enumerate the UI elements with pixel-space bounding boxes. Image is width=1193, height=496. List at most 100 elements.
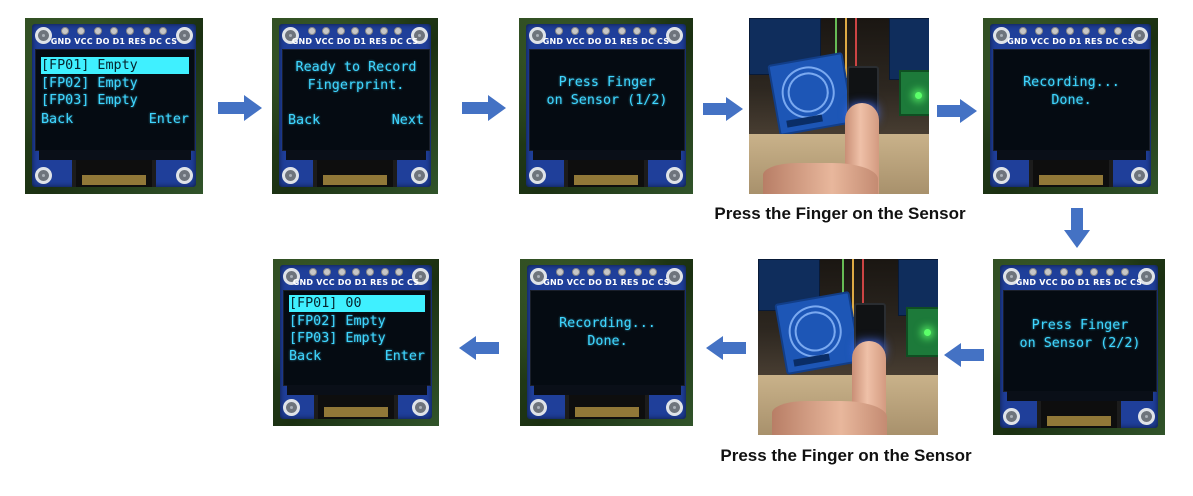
flex-contacts [323, 175, 387, 185]
mounting-hole-icon [666, 399, 683, 416]
hand [772, 401, 887, 435]
header-pins [556, 268, 657, 277]
screen-line-1: Press Finger [558, 75, 656, 90]
oled-panel-recording-done-1: GND VCC DO D1 RES DC CS Recording... Don… [983, 18, 1158, 194]
rfid-module [774, 290, 862, 376]
mounting-hole-icon [666, 27, 683, 44]
arrow-down-icon [1064, 208, 1090, 248]
oled-screen: [FP01] 00 [FP02] Empty [FP03] Empty Back… [283, 290, 431, 386]
pin-labels: GND VCC DO D1 RES DC CS [292, 278, 420, 287]
wire [845, 18, 847, 78]
mounting-hole-icon [530, 399, 547, 416]
mounting-hole-icon [993, 167, 1010, 184]
menu-item-fp03: [FP03] Empty [41, 93, 138, 108]
rfid-chip [786, 114, 824, 128]
screen-line-2: on Sensor (1/2) [546, 93, 668, 108]
oled-screen: Press Finger on Sensor (2/2) [1003, 290, 1157, 392]
header-pins [308, 27, 402, 36]
flex-contacts [324, 407, 388, 417]
wire [852, 259, 854, 317]
arrow-left-icon [706, 336, 746, 360]
softkey-back: Back [41, 112, 74, 127]
mounting-hole-icon [411, 27, 428, 44]
mounting-hole-icon [282, 167, 299, 184]
mounting-hole-icon [176, 27, 193, 44]
screen-line-2: Done. [587, 334, 628, 349]
screen-glass-edge [997, 150, 1146, 160]
softkey-next: Next [391, 113, 424, 128]
screen-glass-edge [39, 150, 191, 160]
menu-item-fp01: [FP01] Empty [41, 57, 189, 74]
mounting-hole-icon [1131, 167, 1148, 184]
flex-contacts [574, 407, 639, 417]
mounting-hole-icon [1138, 408, 1155, 425]
mounting-hole-icon [411, 167, 428, 184]
menu-item-fp02: [FP02] Empty [41, 76, 138, 91]
arduino-board [898, 259, 938, 316]
softkey-back: Back [288, 113, 321, 128]
wire [855, 18, 857, 78]
screen-glass-edge [1007, 391, 1153, 401]
screen-glass-edge [533, 150, 681, 160]
green-board [906, 307, 938, 357]
screen-line-2: Done. [1051, 93, 1092, 108]
mounting-hole-icon [1138, 268, 1155, 285]
flex-contacts [82, 175, 146, 185]
menu-item-fp02: [FP02] Empty [289, 314, 386, 329]
arrow-right-icon [218, 95, 262, 121]
rfid-module [767, 51, 855, 137]
wire [842, 259, 844, 317]
mounting-hole-icon [1003, 268, 1020, 285]
flex-contacts [1047, 416, 1111, 426]
pin-labels: GND VCC DO D1 RES DC CS [1007, 37, 1134, 46]
oled-panel-menu-recorded: GND VCC DO D1 RES DC CS [FP01] 00 [FP02]… [273, 259, 439, 426]
arrow-right-icon [937, 99, 977, 123]
photo-caption-bottom: Press the Finger on the Sensor [720, 446, 972, 465]
rfid-coil [791, 308, 840, 355]
mounting-hole-icon [666, 167, 683, 184]
screen-line-1: Press Finger [1031, 318, 1129, 333]
softkey-enter: Enter [148, 112, 189, 127]
green-led-icon [924, 329, 931, 336]
screen-glass-edge [287, 385, 427, 395]
finger-on-sensor-photo [749, 18, 929, 194]
mounting-hole-icon [412, 268, 429, 285]
menu-item-fp01: [FP01] 00 [289, 295, 425, 312]
pin-labels: GND VCC DO D1 RES DC CS [543, 278, 670, 287]
pin-labels: GND VCC DO D1 RES DC CS [542, 37, 670, 46]
mounting-hole-icon [666, 268, 683, 285]
oled-panel-ready: GND VCC DO D1 RES DC CS Ready to Record … [272, 18, 438, 194]
mounting-hole-icon [283, 268, 300, 285]
green-board [899, 70, 929, 116]
oled-screen: [FP01] Empty [FP02] Empty [FP03] Empty B… [35, 49, 195, 151]
header-pins [1029, 268, 1129, 277]
oled-panel-menu-empty: GND VCC DO D1 RES DC CS [FP01] Empty [FP… [25, 18, 203, 194]
arrow-left-icon [459, 336, 499, 360]
finger-on-sensor-photo [758, 259, 938, 435]
mounting-hole-icon [529, 167, 546, 184]
screen-line-1: Recording... [1023, 75, 1120, 90]
arrow-left-icon [944, 343, 984, 367]
mounting-hole-icon [529, 27, 546, 44]
mounting-hole-icon [282, 27, 299, 44]
hand [763, 163, 878, 194]
screen-line-1: Recording... [559, 316, 656, 331]
mounting-hole-icon [35, 167, 52, 184]
oled-screen: Recording... Done. [530, 290, 685, 386]
pin-labels: GND VCC DO D1 RES DC CS [50, 37, 178, 46]
mounting-hole-icon [412, 399, 429, 416]
pin-labels: GND VCC DO D1 RES DC CS [291, 37, 419, 46]
screen-line-2: Fingerprint. [307, 78, 405, 93]
wire [862, 259, 864, 317]
photo-caption-top: Press the Finger on the Sensor [714, 204, 966, 223]
arrow-right-icon [703, 97, 743, 121]
pin-labels: GND VCC DO D1 RES DC CS [1015, 278, 1143, 287]
header-pins [555, 27, 657, 36]
mounting-hole-icon [1003, 408, 1020, 425]
oled-panel-press-finger-1: GND VCC DO D1 RES DC CS Press Finger on … [519, 18, 693, 194]
rfid-chip [793, 353, 831, 367]
mounting-hole-icon [176, 167, 193, 184]
menu-item-fp03: [FP03] Empty [289, 331, 386, 346]
header-pins [1019, 27, 1122, 36]
screen-line-2: on Sensor (2/2) [1019, 336, 1141, 351]
